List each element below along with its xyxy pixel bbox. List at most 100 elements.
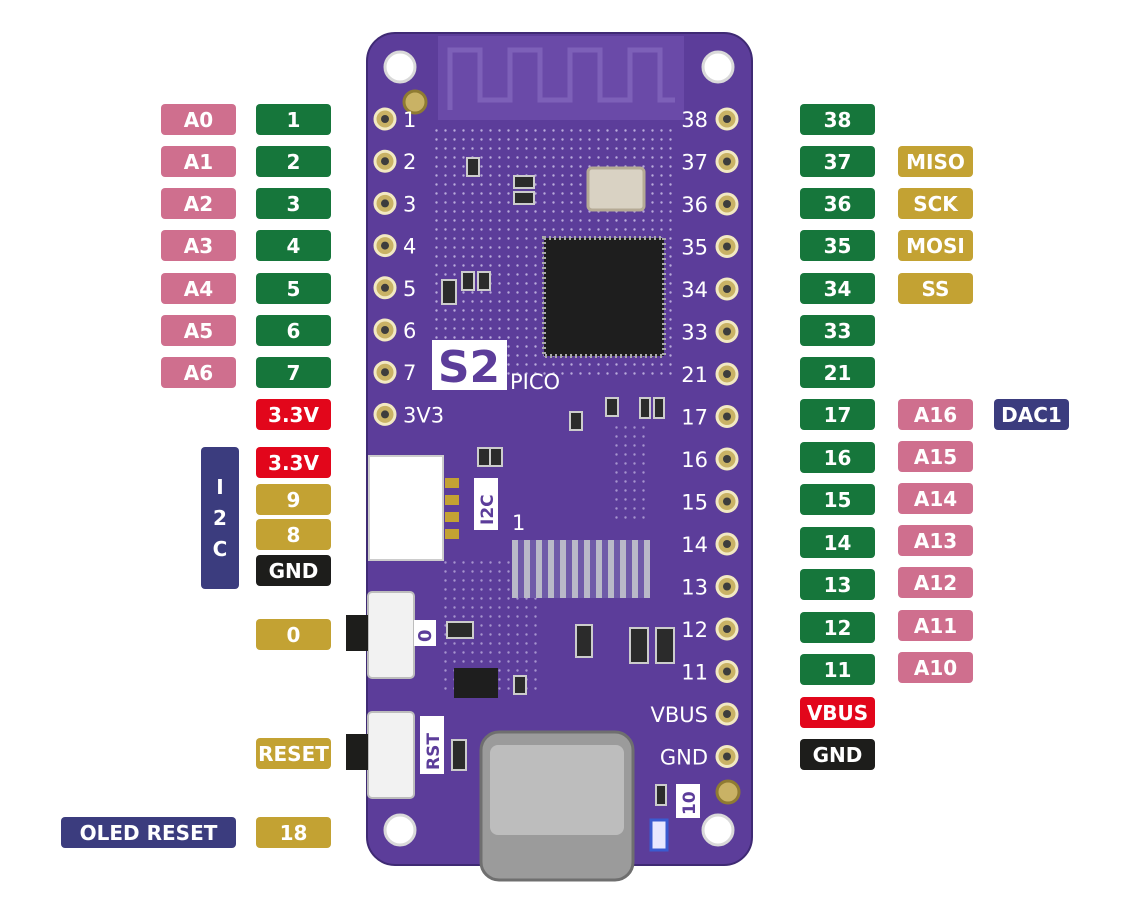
tag-mosi: MOSI bbox=[898, 230, 973, 261]
s2-logo-box bbox=[432, 340, 507, 390]
silk-pin-label: 38 bbox=[681, 108, 708, 132]
voltage-regulator bbox=[454, 668, 498, 698]
silk-pin-label: 3 bbox=[403, 192, 416, 216]
silk-pin-label: 3V3 bbox=[403, 403, 444, 427]
tag-pin-38: 38 bbox=[800, 104, 875, 135]
silk-pin-label: 21 bbox=[681, 363, 708, 387]
silk-pin-label: 13 bbox=[681, 576, 708, 600]
silk-pin-label: GND bbox=[660, 746, 708, 770]
tag-pin-18: 18 bbox=[256, 817, 331, 848]
tag-a0: A0 bbox=[161, 104, 236, 135]
silk-pin-label: 1 bbox=[403, 108, 416, 132]
tag-pin-35: 35 bbox=[800, 230, 875, 261]
boot-button-housing bbox=[367, 591, 415, 679]
silk-pin-label: 7 bbox=[403, 361, 416, 385]
smd-component bbox=[466, 157, 480, 177]
smd-component bbox=[451, 739, 467, 771]
header-pin-hole bbox=[723, 667, 731, 676]
antenna-trace bbox=[447, 47, 675, 110]
header-pin-hole bbox=[723, 752, 731, 761]
reset-button-actuator bbox=[346, 734, 368, 770]
boot-silk: 0 bbox=[415, 629, 436, 642]
qwiic-pad bbox=[445, 495, 459, 505]
extra-pad bbox=[402, 89, 428, 115]
tag-pin-5: 5 bbox=[256, 273, 331, 304]
smd-component bbox=[605, 397, 619, 417]
sop-chip bbox=[512, 540, 650, 598]
tag-i2c-9: 9 bbox=[256, 484, 331, 515]
tag-pin-17: 17 bbox=[800, 399, 875, 430]
ten-silk: 10 bbox=[680, 791, 700, 815]
silk-pin-label: 5 bbox=[403, 277, 416, 301]
tag-a12: A12 bbox=[898, 567, 973, 598]
header-pin-hole bbox=[381, 241, 389, 250]
silk-pin-label: 14 bbox=[681, 533, 708, 557]
header-pin-hole bbox=[723, 412, 731, 421]
pad-10 bbox=[715, 779, 741, 805]
header-pin-hole bbox=[381, 326, 389, 334]
qwiic-connector bbox=[368, 455, 444, 561]
silk-pin-label: 17 bbox=[681, 406, 708, 430]
header-pin-hole bbox=[723, 370, 731, 378]
tag-a1: A1 bbox=[161, 146, 236, 177]
header-pin-hole bbox=[723, 115, 731, 123]
smd-component bbox=[629, 627, 649, 664]
tag-pin-3: 3 bbox=[256, 188, 331, 219]
smd-component bbox=[461, 271, 475, 291]
tag-pin-36: 36 bbox=[800, 188, 875, 219]
header-pin-hole bbox=[723, 285, 731, 293]
boot-button-actuator bbox=[346, 615, 368, 651]
qwiic-pad bbox=[445, 529, 459, 539]
silk-pin-label: 11 bbox=[681, 661, 708, 685]
tag-a3: A3 bbox=[161, 230, 236, 261]
silk-pin-label: 34 bbox=[681, 278, 708, 302]
header-pin-hole bbox=[381, 115, 389, 123]
rst-silk-box bbox=[420, 716, 444, 774]
header-pin-hole bbox=[381, 368, 389, 377]
tag-pin-1: 1 bbox=[256, 104, 331, 135]
header-pin-hole bbox=[723, 157, 731, 166]
mounting-hole bbox=[701, 813, 735, 847]
tag-dac1: DAC1 bbox=[994, 399, 1069, 430]
smd-component bbox=[513, 191, 535, 205]
tag-a14: A14 bbox=[898, 483, 973, 514]
tag-pin-14: 14 bbox=[800, 527, 875, 558]
esp32-s2-chip bbox=[542, 236, 666, 358]
boot-silk-box bbox=[414, 620, 436, 646]
silk-pin-label: 2 bbox=[403, 150, 416, 174]
header-pin-hole bbox=[723, 242, 731, 251]
header-pin-hole bbox=[381, 199, 389, 208]
silk-pin-label: 33 bbox=[681, 321, 708, 345]
tag-pin-13: 13 bbox=[800, 569, 875, 600]
i2c-silk-box bbox=[474, 478, 498, 530]
tag-a16: A16 bbox=[898, 399, 973, 430]
s2-logo: S2 bbox=[438, 342, 500, 393]
tag-i2c-3v3: 3.3V bbox=[256, 447, 331, 478]
tag-pin-11: 11 bbox=[800, 654, 875, 685]
tag-a10: A10 bbox=[898, 652, 973, 683]
smd-component bbox=[477, 447, 491, 467]
smd-component bbox=[655, 784, 667, 806]
header-pin-hole bbox=[723, 540, 731, 548]
i2c-letter: 2 bbox=[213, 505, 227, 530]
tag-reset: RESET bbox=[256, 738, 331, 769]
silk-pin-label: 36 bbox=[681, 193, 708, 217]
tag-boot-0: 0 bbox=[256, 619, 331, 650]
tag-i2c-gnd: GND bbox=[256, 555, 331, 586]
tag-ss: SS bbox=[898, 273, 973, 304]
header-pin-hole bbox=[723, 497, 731, 506]
tag-a13: A13 bbox=[898, 525, 973, 556]
smd-component bbox=[441, 279, 457, 305]
tag-pin-6: 6 bbox=[256, 315, 331, 346]
silk-pin-label: 16 bbox=[681, 448, 708, 472]
header-pin-hole bbox=[381, 283, 389, 292]
tag-3v3: 3.3V bbox=[256, 399, 331, 430]
header-pin-hole bbox=[723, 455, 731, 463]
tag-a2: A2 bbox=[161, 188, 236, 219]
tag-pin-12: 12 bbox=[800, 612, 875, 643]
silk-pin-label: 35 bbox=[681, 236, 708, 260]
silk-pin-label: 15 bbox=[681, 491, 708, 515]
tag-i2c-8: 8 bbox=[256, 519, 331, 550]
tag-a5: A5 bbox=[161, 315, 236, 346]
